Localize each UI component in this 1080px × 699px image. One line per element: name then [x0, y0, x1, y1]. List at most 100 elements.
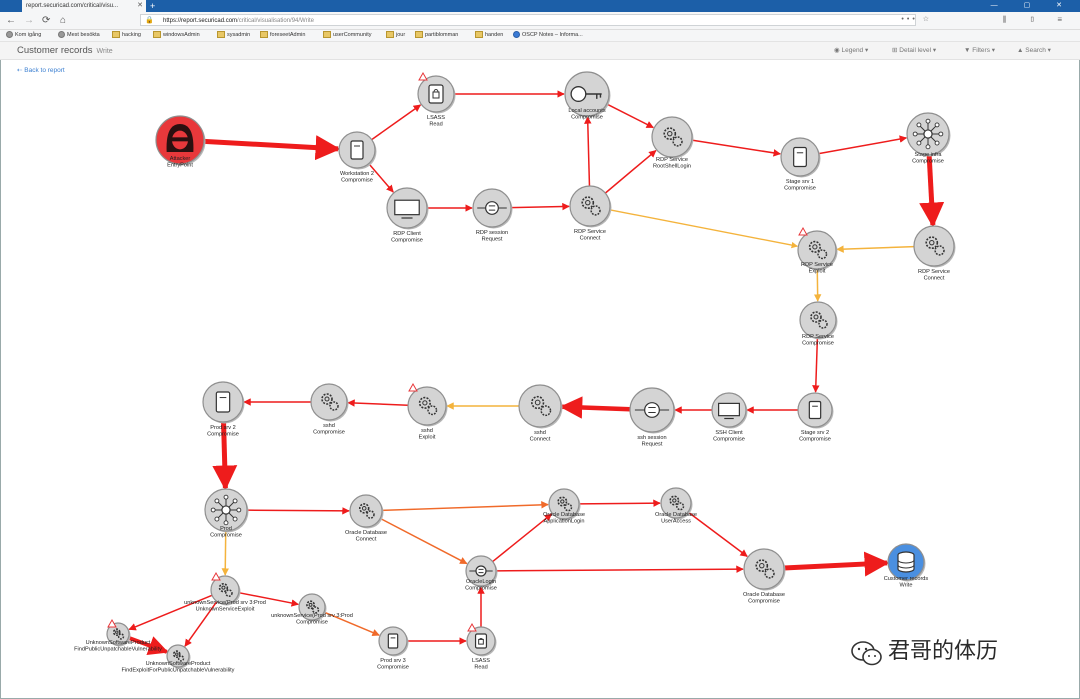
attack-edge	[606, 103, 654, 129]
node-label: Prod srv 2	[210, 425, 236, 431]
node-label: Compromise	[799, 436, 831, 442]
detail-level-menu[interactable]: ⊞ Detail level ▾	[892, 47, 937, 54]
bookmark-item[interactable]: windowsAdmin	[153, 30, 200, 41]
monitor-icon	[718, 402, 740, 420]
node-label: unknownService(Prod srv 3:Prod	[271, 613, 353, 619]
gear-bookmark-icon	[58, 31, 65, 39]
bookmark-item[interactable]: handen	[475, 30, 503, 41]
node-label: Exploit	[419, 434, 436, 440]
bookmark-item[interactable]: foreseetAdmin	[260, 30, 305, 41]
gears-icon	[321, 393, 339, 411]
window-controls[interactable]: — ▢ ✕	[990, 2, 1074, 9]
forward-arrow-icon[interactable]: →	[24, 15, 34, 26]
bookmark-item[interactable]: hacking	[112, 30, 141, 41]
node-label: Connect	[580, 235, 601, 241]
node-label: Exploit	[809, 268, 826, 274]
bookmark-item[interactable]: jour	[386, 30, 405, 41]
node-label: Compromise	[784, 185, 816, 191]
back-arrow-icon[interactable]: ←	[6, 15, 16, 26]
address-bar[interactable]: 🔒 https://report.securicad.com/critical/…	[140, 14, 916, 26]
bookmark-item[interactable]: Kom igång	[6, 30, 41, 41]
search-menu[interactable]: ▲ Search ▾	[1017, 47, 1051, 54]
bookmark-item[interactable]: Mest besökta	[58, 30, 100, 41]
attack-edge	[246, 507, 350, 515]
node-label: sshd	[421, 428, 433, 434]
node-label: Compromise	[296, 619, 328, 625]
attack-edge	[691, 139, 781, 157]
bookmark-item[interactable]: OSCP Notes – Informa...	[513, 30, 583, 41]
node-label: LSASS	[427, 115, 445, 121]
node-label: RDP Client	[393, 231, 421, 237]
gear-bookmark-icon	[6, 31, 13, 39]
graph-node-unkexploit[interactable]: unknownService(Prod srv 3:ProdUnknownSer…	[184, 571, 266, 612]
bookmark-item[interactable]: userCommunity	[323, 30, 372, 41]
node-label: FindPublicUnpatchableVulnerability	[74, 646, 162, 652]
node-label: Oracle Database	[743, 592, 785, 598]
node-label: Customer records	[884, 576, 929, 582]
bookmark-item[interactable]: sysadmin	[217, 30, 250, 41]
node-label: Compromise	[210, 532, 242, 538]
attack-edge	[184, 600, 218, 647]
node-label: SSH Client	[715, 430, 743, 436]
node-label: Oracle Database	[345, 530, 387, 536]
page-actions-icon[interactable]: ••• ☆	[901, 16, 932, 23]
attack-edge	[127, 635, 169, 656]
lsass-icon	[428, 84, 444, 104]
bookmark-item[interactable]: partiblomman	[415, 30, 458, 41]
back-arrow-icon: ⇠	[17, 67, 23, 74]
reload-icon[interactable]: ⟳	[42, 15, 51, 26]
home-icon[interactable]: ⌂	[60, 15, 67, 26]
filters-menu[interactable]: ▼ Filters ▾	[964, 47, 996, 54]
graph-node-rdpexploit[interactable]: RDP ServiceExploit	[797, 226, 838, 274]
server-icon	[215, 391, 231, 413]
node-label: Stage srv 1	[786, 179, 814, 185]
gears-icon	[581, 196, 601, 216]
legend-menu[interactable]: ◉ Legend ▾	[834, 47, 869, 54]
gears-icon	[358, 503, 375, 519]
attack-edge	[604, 149, 657, 194]
network-icon	[210, 494, 242, 526]
close-icon[interactable]: ✕	[137, 2, 143, 9]
warning-triangle-icon	[798, 226, 808, 236]
browser-tab[interactable]: report.securicad.com/critical/visu... ✕	[22, 0, 146, 12]
attack-edge	[238, 591, 299, 607]
folder-icon	[260, 31, 268, 39]
globe-icon	[513, 31, 520, 39]
new-tab-button[interactable]: +	[150, 1, 156, 11]
back-to-report-link[interactable]: ⇠ Back to report	[17, 67, 65, 74]
graph-node-unkprod2[interactable]: UnknownSoftwareProductFindExploitForPubl…	[122, 644, 235, 673]
library-icon[interactable]: ⫼ ▯ ≡	[1002, 15, 1072, 24]
graph-node-unkprod1[interactable]: UnknownSoftwareProductFindPublicUnpatcha…	[74, 618, 162, 652]
